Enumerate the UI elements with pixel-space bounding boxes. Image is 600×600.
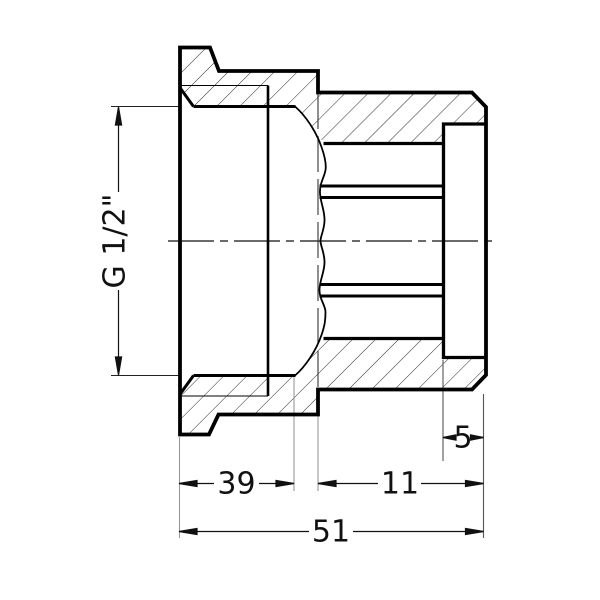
arrow-down-icon <box>114 356 123 376</box>
dimension-51 <box>178 527 484 536</box>
thread-length-label: 39 <box>217 467 255 502</box>
bore-chamfer-top <box>179 87 195 108</box>
part-geometry <box>178 45 488 437</box>
extension-lines <box>111 93 485 538</box>
dimension-5 <box>442 434 484 441</box>
arrow-right-icon <box>464 479 484 488</box>
dimension-thread <box>114 106 123 376</box>
arrow-left-icon <box>442 434 457 441</box>
thread-runout-wavy-line <box>294 105 327 377</box>
arrow-right-icon <box>275 479 295 488</box>
dimension-39 <box>178 479 295 488</box>
dimension-11 <box>317 479 484 488</box>
dimensions: G 1/2" 39 11 5 <box>98 106 484 550</box>
socket-length-label: 11 <box>381 467 419 502</box>
arrow-right-icon <box>469 434 484 441</box>
arrow-left-icon <box>178 527 198 536</box>
hatch-area-bottom <box>180 338 486 435</box>
outer-outline <box>178 45 488 437</box>
arrow-left-icon <box>317 479 337 488</box>
thread-size-label: G 1/2" <box>98 194 133 289</box>
arrow-right-icon <box>464 527 484 536</box>
hatch-area-top <box>180 47 486 144</box>
right-face-recess <box>441 122 486 360</box>
recess-depth-label: 5 <box>453 421 472 456</box>
arrow-left-icon <box>178 479 198 488</box>
bore-chamfer-bottom <box>179 374 195 395</box>
arrow-up-icon <box>114 106 123 126</box>
overall-length-label: 51 <box>312 515 350 550</box>
